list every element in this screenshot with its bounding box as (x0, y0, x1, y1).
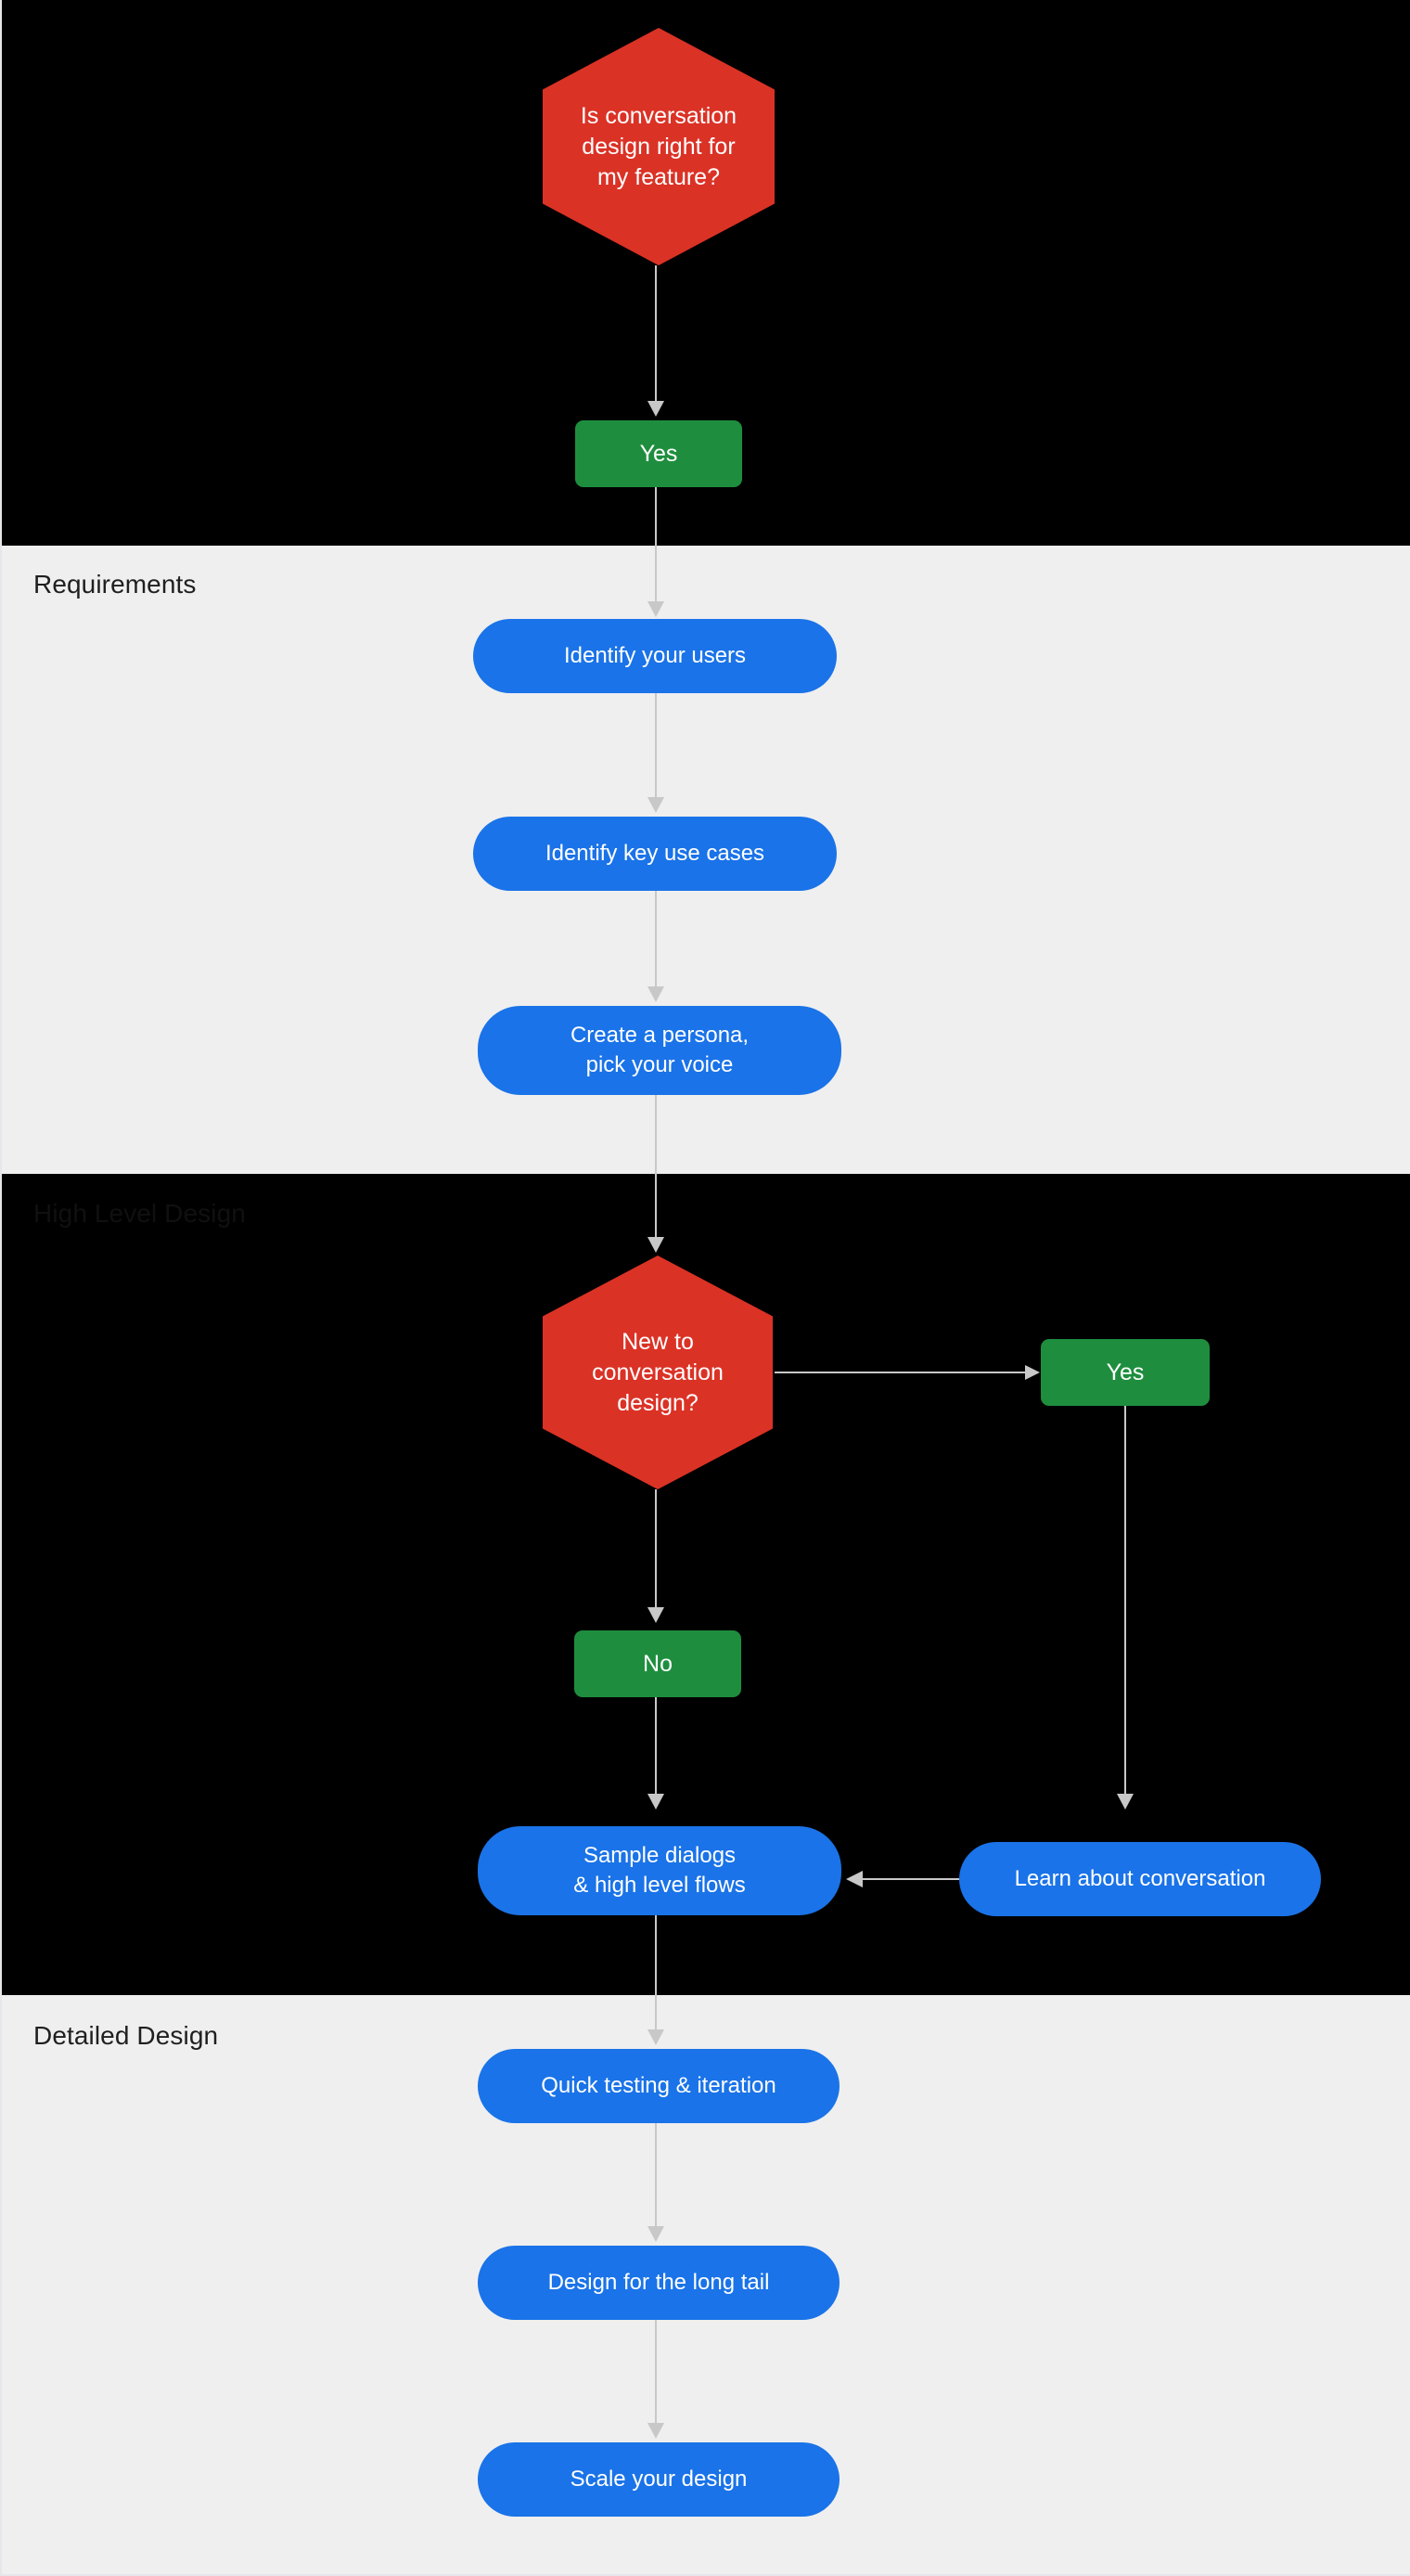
step-create-a-persona-pick-your-voice[interactable]: Create a persona, pick your voice (478, 1006, 841, 1095)
step-sample-dialogs-and-high-level-flows[interactable]: Sample dialogs & high level flows (478, 1826, 841, 1915)
connector-no2-to-sample-line (655, 1697, 657, 1797)
connector-yes1-to-users-line (655, 487, 657, 606)
step-identify-key-use-cases[interactable]: Identify key use cases (473, 817, 837, 891)
connector-yes1-to-users-arrow (647, 601, 664, 617)
section-label-detailed-design: Detailed Design (33, 2021, 219, 2050)
step-learn-about-conversation[interactable]: Learn about conversation (959, 1842, 1321, 1916)
connector-usecases-to-persona-arrow (647, 986, 664, 1002)
connector-q2-to-yes2-line (775, 1372, 1027, 1373)
connector-quicktest-to-longtail-line (655, 2123, 657, 2230)
connector-persona-to-q2-line (655, 1095, 657, 1241)
step-scale-your-design[interactable]: Scale your design (478, 2442, 840, 2517)
connector-users-to-usecases-arrow (647, 797, 664, 813)
connector-longtail-to-scale-line (655, 2320, 657, 2427)
connector-learn-to-sample-arrow (846, 1871, 863, 1887)
connector-sample-to-quicktest-arrow (647, 2029, 664, 2045)
section-label-requirements: Requirements (33, 570, 197, 599)
answer-yes-conversation-design-right[interactable]: Yes (575, 420, 742, 487)
connector-usecases-to-persona-line (655, 891, 657, 990)
step-design-for-the-long-tail[interactable]: Design for the long tail (478, 2246, 840, 2320)
connector-q1-to-yes1-arrow (647, 401, 664, 417)
connector-learn-to-sample-line (863, 1878, 959, 1880)
connector-users-to-usecases-line (655, 693, 657, 801)
connector-persona-to-q2-arrow (647, 1237, 664, 1253)
connector-q2-to-no2-line (655, 1489, 657, 1610)
section-label-high-level-design: High Level Design (33, 1199, 246, 1228)
connector-sample-to-quicktest-line (655, 1915, 657, 2033)
answer-yes-new-to-conversation-design[interactable]: Yes (1041, 1339, 1210, 1406)
connector-no2-to-sample-arrow (647, 1794, 664, 1810)
connector-longtail-to-scale-arrow (647, 2423, 664, 2439)
step-quick-testing-and-iteration[interactable]: Quick testing & iteration (478, 2049, 840, 2123)
connector-yes2-to-learn-line (1124, 1406, 1126, 1797)
connector-q1-to-yes1-line (655, 265, 657, 405)
connector-yes2-to-learn-arrow (1117, 1794, 1134, 1810)
connector-q2-to-yes2-arrow (1025, 1365, 1040, 1380)
connector-q2-to-no2-arrow (647, 1607, 664, 1623)
answer-no-new-to-conversation-design[interactable]: No (574, 1630, 741, 1697)
connector-quicktest-to-longtail-arrow (647, 2226, 664, 2242)
step-identify-your-users[interactable]: Identify your users (473, 619, 837, 693)
